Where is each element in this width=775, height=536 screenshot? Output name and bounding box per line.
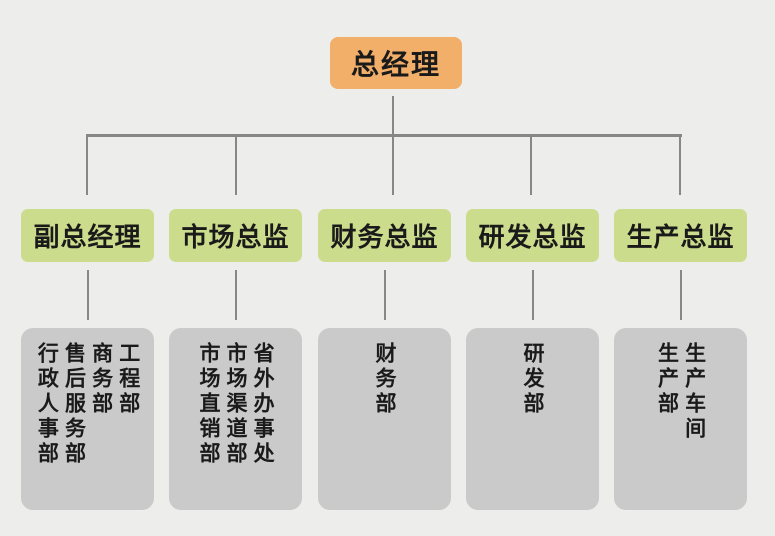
node-deputy-general-manager: 副总经理 (21, 209, 154, 262)
connector-branch-4 (532, 270, 534, 320)
dept-engineering: 工程部 (116, 342, 141, 417)
dept-list: 省外办事处 市场渠道部 市场直销部 (193, 342, 278, 467)
dept-box-deputy-general-manager: 工程部 商务部 售后服务部 行政人事部 (21, 328, 154, 510)
node-rd-director-label: 研发总监 (478, 223, 587, 253)
dept-box-finance-director: 财务部 (318, 328, 451, 510)
node-general-manager: 总经理 (330, 37, 462, 89)
dept-market-direct-sales: 市场直销部 (196, 342, 221, 467)
node-deputy-general-manager-label: 副总经理 (33, 223, 142, 253)
node-rd-director: 研发总监 (466, 209, 599, 262)
dept-box-production-director: 生产车间 生产部 (614, 328, 747, 510)
dept-box-marketing-director: 省外办事处 市场渠道部 市场直销部 (169, 328, 302, 510)
dept-after-sales-service: 售后服务部 (62, 342, 87, 467)
connector-drop-5 (679, 137, 681, 195)
node-finance-director-label: 财务总监 (330, 223, 439, 253)
connector-root-stem (392, 96, 394, 135)
connector-drop-1 (86, 137, 88, 195)
dept-list: 生产车间 生产部 (651, 342, 709, 442)
dept-list: 工程部 商务部 售后服务部 行政人事部 (31, 342, 143, 467)
node-marketing-director-label: 市场总监 (181, 223, 290, 253)
dept-out-of-province-offices: 省外办事处 (251, 342, 276, 467)
dept-finance: 财务部 (373, 342, 398, 417)
dept-business: 商务部 (89, 342, 114, 417)
node-general-manager-label: 总经理 (350, 48, 441, 81)
dept-box-rd-director: 研发部 (466, 328, 599, 510)
connector-rail (86, 134, 682, 137)
connector-drop-3 (392, 137, 394, 195)
node-production-director: 生产总监 (614, 209, 747, 262)
connector-branch-2 (235, 270, 237, 320)
dept-admin-hr: 行政人事部 (35, 342, 60, 467)
node-finance-director: 财务总监 (318, 209, 451, 262)
node-production-director-label: 生产总监 (626, 223, 735, 253)
connector-drop-4 (530, 137, 532, 195)
dept-rd: 研发部 (521, 342, 546, 417)
dept-list: 研发部 (517, 342, 548, 417)
connector-drop-2 (235, 137, 237, 195)
connector-branch-1 (87, 270, 89, 320)
dept-market-channel: 市场渠道部 (224, 342, 249, 467)
node-marketing-director: 市场总监 (169, 209, 302, 262)
connector-branch-5 (680, 270, 682, 320)
dept-production-workshop: 生产车间 (682, 342, 707, 442)
connector-branch-3 (384, 270, 386, 320)
dept-list: 财务部 (369, 342, 400, 417)
dept-production: 生产部 (655, 342, 680, 417)
